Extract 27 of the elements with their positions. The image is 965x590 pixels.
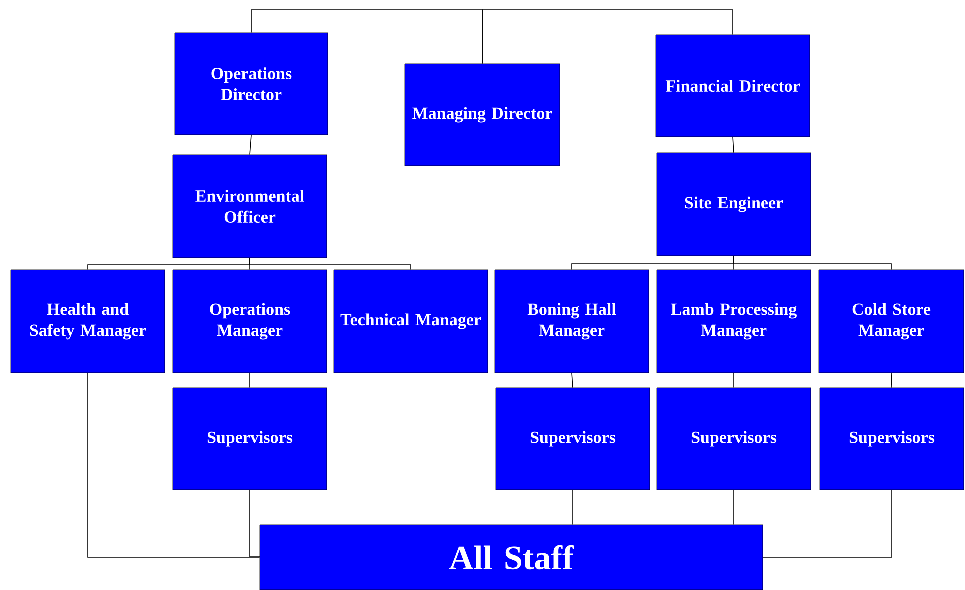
role-box: Cold Store Manager [818, 270, 964, 374]
connector-line [732, 136, 734, 154]
role-box: Managing Director [404, 64, 560, 166]
role-box: Operations Director [174, 32, 328, 136]
role-box: Site Engineer [656, 152, 812, 256]
connector-line [572, 372, 574, 388]
connector-line [572, 490, 574, 526]
role-box: Boning Hall Manager [494, 270, 650, 374]
role-box: Health and Safety Manager [10, 270, 166, 374]
role-box: Supervisors [496, 388, 650, 490]
role-box: Supervisors [172, 388, 328, 490]
connector-line [891, 372, 892, 388]
connector-line [734, 256, 892, 270]
connector-line [482, 10, 734, 64]
role-box: Operations Manager [172, 270, 328, 374]
connector-line [250, 490, 260, 558]
staff-box: All Staff [260, 524, 764, 590]
role-box: Environmental Officer [172, 154, 328, 258]
role-box: Lamb Processing Manager [656, 270, 812, 374]
role-box: Supervisors [656, 388, 812, 490]
connector-line [250, 258, 412, 270]
role-box: Supervisors [820, 388, 964, 490]
role-box: Financial Director [656, 34, 810, 138]
connector-line [88, 372, 260, 558]
role-box: Technical Manager [334, 270, 488, 374]
connector-line [250, 134, 252, 156]
connector-line [762, 490, 892, 558]
